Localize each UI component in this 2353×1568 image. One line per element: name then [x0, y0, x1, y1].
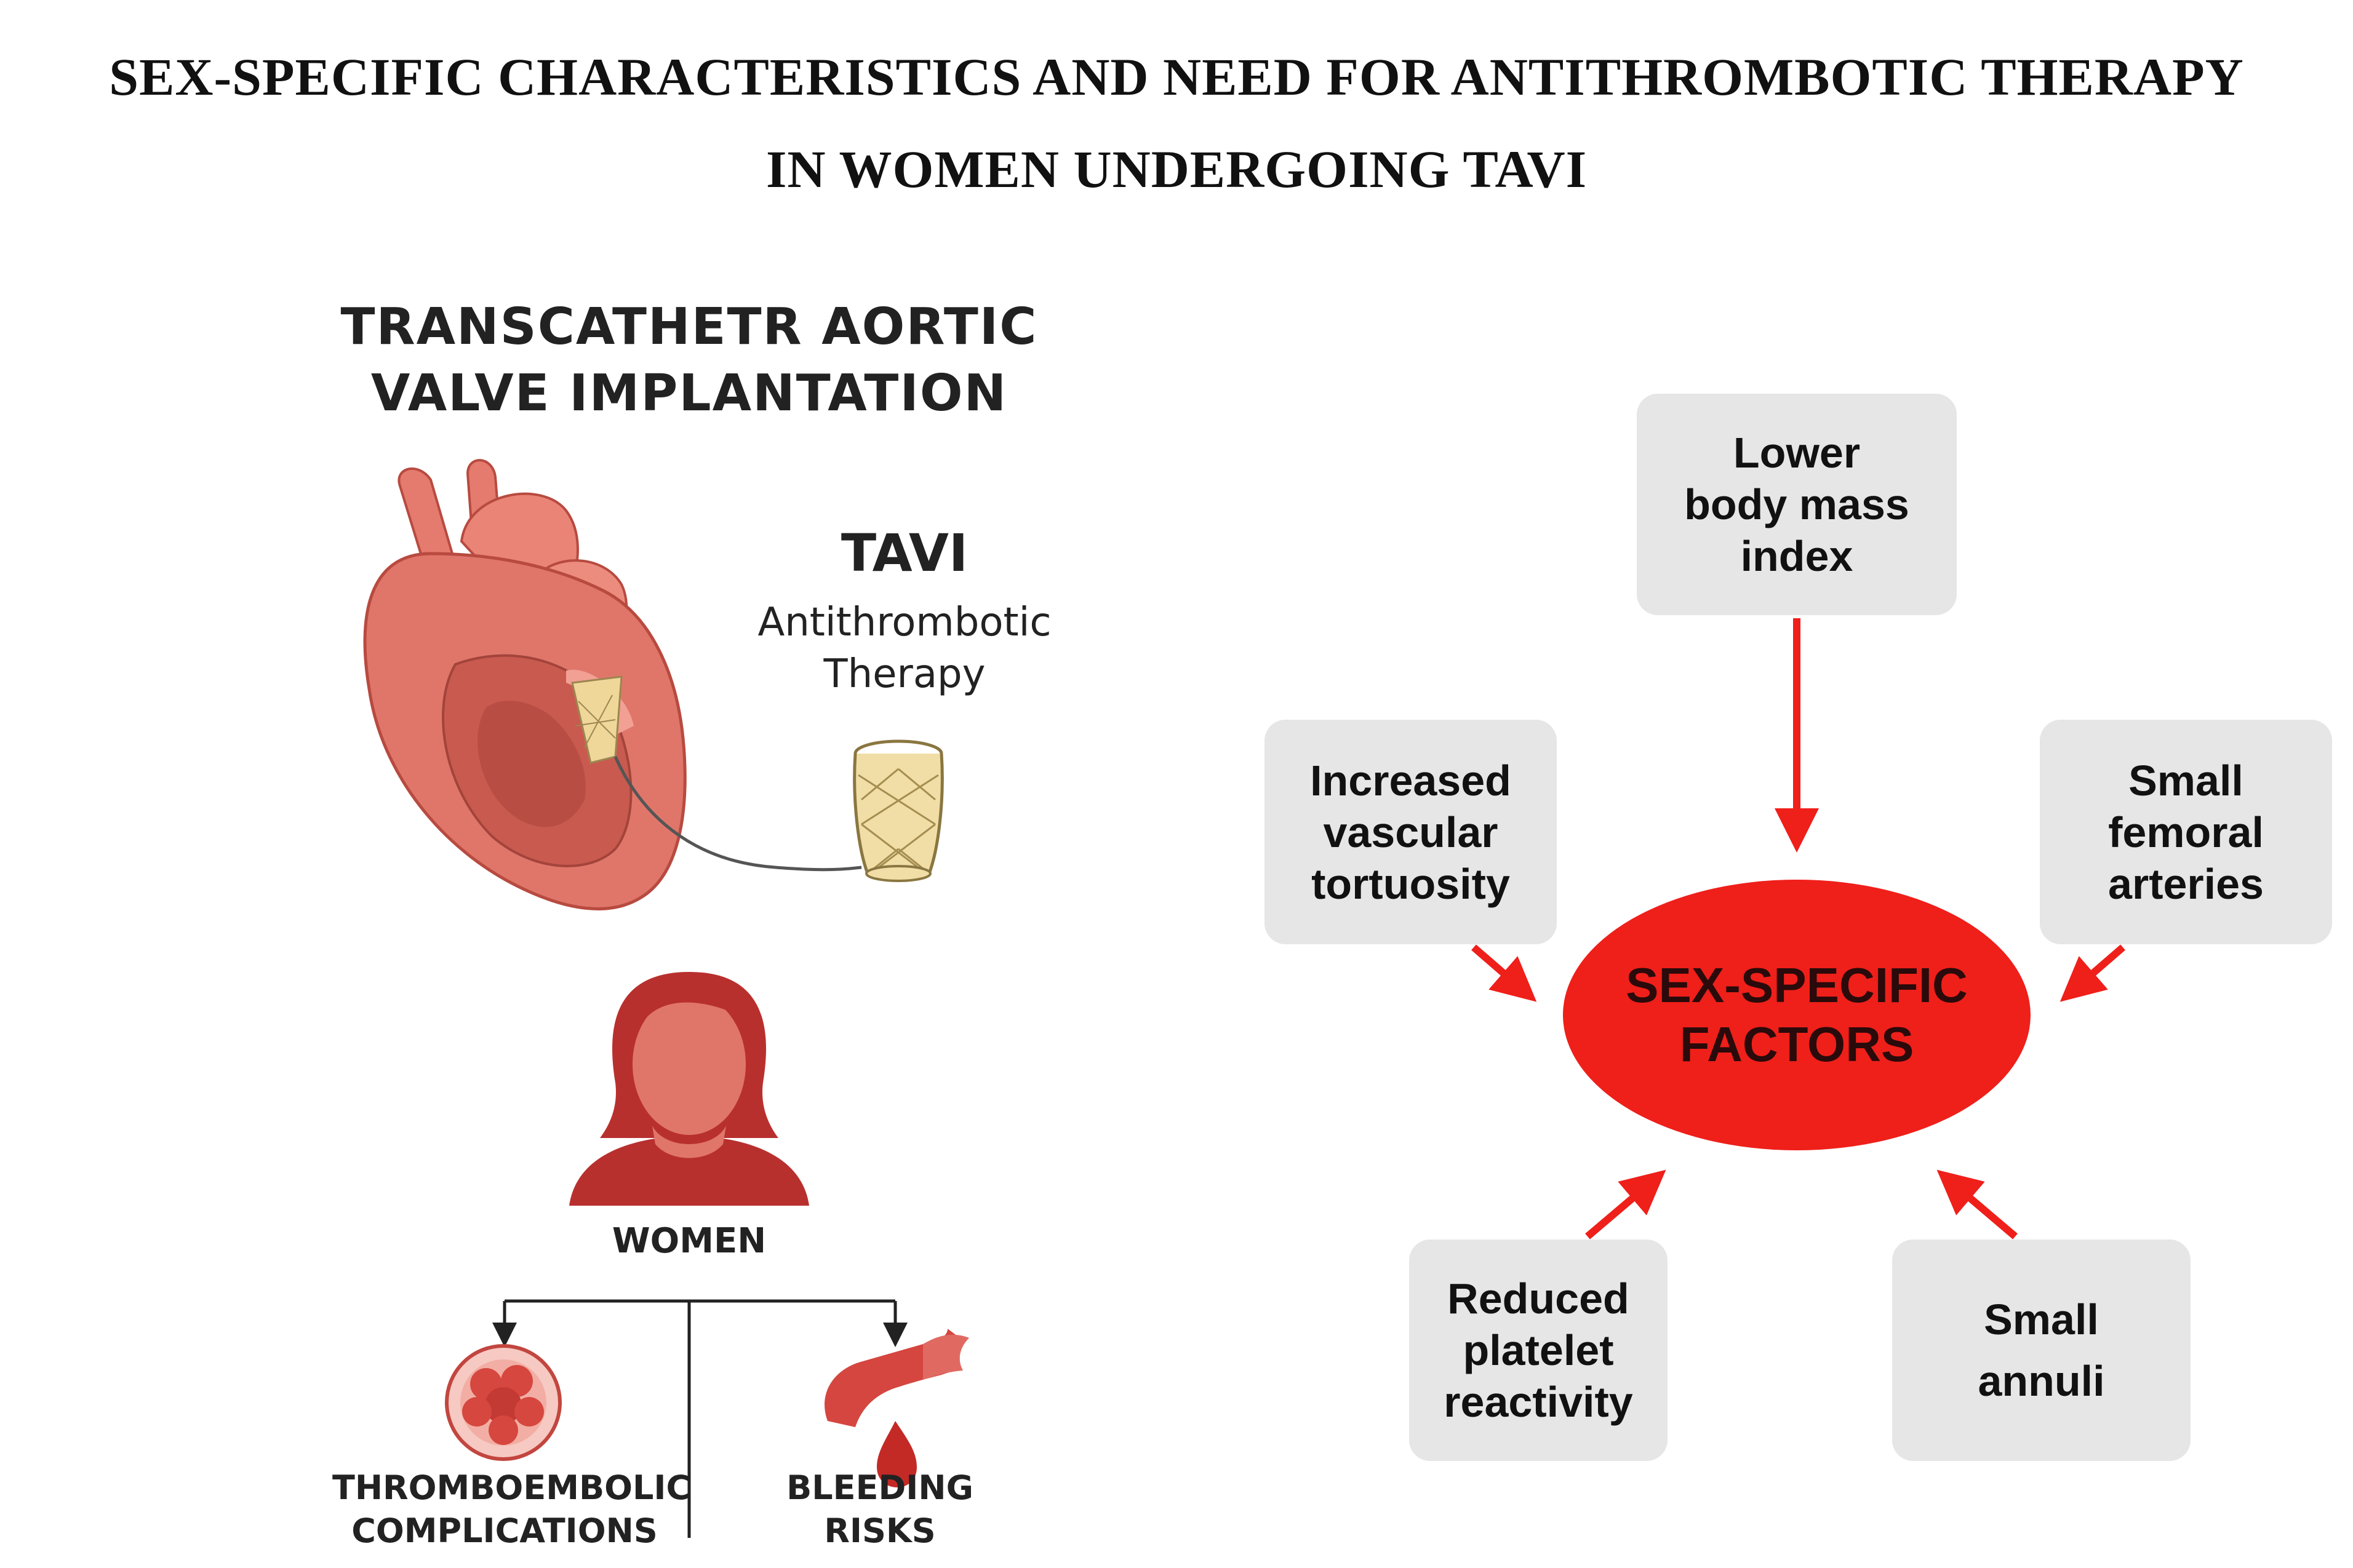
factor-text: arteries — [2108, 859, 2264, 908]
main-title: SEX-SPECIFIC CHARACTERISTICS AND NEED FO… — [0, 31, 2353, 215]
factor-text: vascular — [1323, 808, 1498, 856]
factor-text: Small — [2128, 756, 2243, 805]
factor-text: tortuosity — [1311, 859, 1510, 908]
factor-text: Lower — [1733, 429, 1861, 477]
factor-box-femoral-arteries: Small femoral arteries — [2040, 720, 2332, 944]
women-label: WOMEN — [612, 1221, 767, 1261]
factor-arrows — [1471, 618, 2125, 1240]
factor-text: Increased — [1310, 756, 1511, 805]
factor-box-small-annuli: Small annuli — [1892, 1240, 2191, 1461]
therapy-label-line2: Therapy — [823, 651, 986, 697]
arrow-bottom-right — [1936, 1169, 2018, 1240]
arrow-left — [1471, 944, 1537, 1002]
arrow-bottom-left — [1585, 1169, 1666, 1240]
center-line1: SEX-SPECIFIC — [1626, 958, 1968, 1013]
catheter-line — [613, 755, 862, 872]
factor-text: index — [1740, 532, 1853, 580]
thromboembolic-label: THROMBOEMBOLIC COMPLICATIONS — [332, 1467, 691, 1553]
sex-specific-factors-node: SEX-SPECIFIC FACTORS — [1563, 880, 2031, 1150]
outcome-connectors — [492, 1299, 908, 1538]
tavi-label: TAVI — [841, 523, 969, 583]
main-title-line2: IN WOMEN UNDERGOING TAVI — [765, 140, 1588, 199]
factor-text: Small — [1984, 1295, 2099, 1343]
factor-text: Reduced — [1447, 1275, 1629, 1323]
bleeding-label-line1: BLEEDING — [786, 1468, 973, 1507]
factor-text: platelet — [1463, 1326, 1614, 1374]
therapy-label: Antithrombotic Therapy — [726, 597, 1083, 700]
factor-box-body-mass-index: Lower body mass index — [1637, 394, 1957, 615]
factor-box-vascular-tortuosity: Increased vascular tortuosity — [1264, 720, 1557, 944]
valve-icon — [853, 739, 944, 882]
thromboembolic-label-line1: THROMBOEMBOLIC — [332, 1468, 691, 1507]
arrow-right — [2059, 944, 2125, 1002]
thromboembolic-label-line2: COMPLICATIONS — [351, 1511, 658, 1550]
blood-clot-icon — [445, 1344, 562, 1461]
woman-icon — [569, 972, 809, 1206]
procedure-heading-line1: TRANSCATHETR AORTIC — [340, 298, 1038, 356]
procedure-heading-line2: VALVE IMPLANTATION — [370, 364, 1008, 423]
bleeding-label-line2: RISKS — [824, 1511, 936, 1550]
factor-text: annuli — [1978, 1357, 2105, 1405]
factor-text: femoral — [2108, 808, 2264, 856]
factor-box-platelet-reactivity: Reduced platelet reactivity — [1409, 1240, 1668, 1461]
procedure-heading: TRANSCATHETR AORTIC VALVE IMPLANTATION — [283, 294, 1095, 427]
bleeding-label: BLEEDING RISKS — [757, 1467, 1003, 1553]
main-title-line1: SEX-SPECIFIC CHARACTERISTICS AND NEED FO… — [109, 47, 2244, 106]
therapy-label-line1: Antithrombotic — [757, 600, 1052, 645]
factor-text: reactivity — [1444, 1378, 1633, 1426]
center-line2: FACTORS — [1679, 1017, 1914, 1072]
heart-icon — [363, 459, 687, 910]
factor-text: body mass — [1684, 480, 1909, 528]
bleeding-vessel-icon — [825, 1329, 969, 1487]
